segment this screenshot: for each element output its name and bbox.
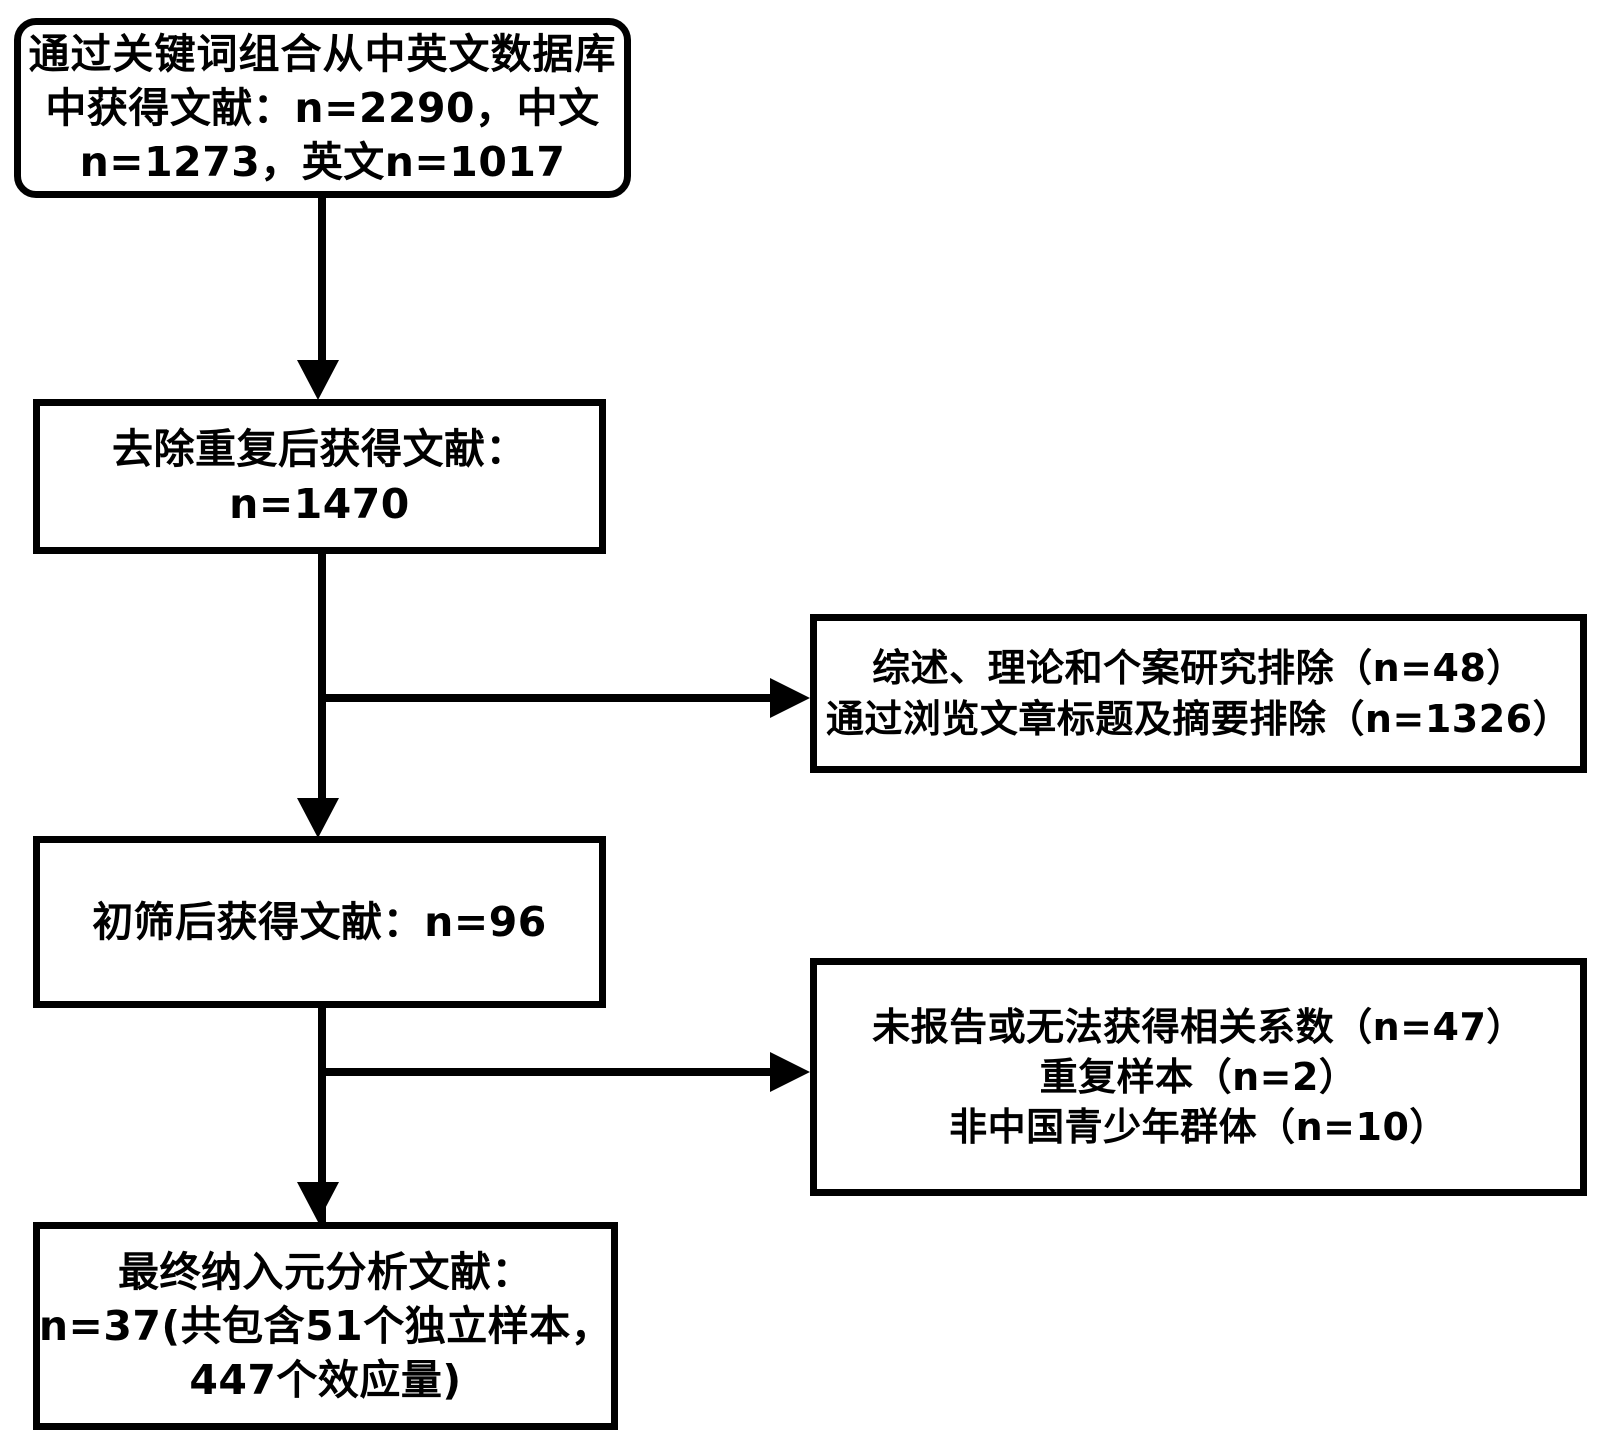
box-exclusion-2-line-2: 重复样本（n=2） [1039,1054,1358,1099]
box-included-line-3: 447个效应量) [189,1356,462,1405]
arrow-down-icon-screened-to-included [297,1182,339,1222]
box-exclusion-1-line-2: 通过浏览文章标题及摘要排除（n=1326） [825,696,1572,741]
box-records-identified-line-1: 通过关键词组合从中英文数据库 [28,29,617,78]
box-records-after-duplicates-removed: 去除重复后获得文献： n=1470 [33,399,606,554]
arrow-down-icon-source-to-dedup [297,360,339,400]
connector-dedup-to-exclusion-1-line [318,694,773,702]
arrow-down-icon-dedup-to-screened [297,798,339,838]
connector-screened-to-included-line [318,1004,326,1244]
box-studies-included-in-meta-analysis: 最终纳入元分析文献： n=37(共包含51个独立样本， 447个效应量) [33,1222,618,1430]
box-exclusion-2-line-3: 非中国青少年群体（n=10） [949,1105,1448,1150]
arrow-right-icon-exclusion-1 [770,678,810,718]
box-included-line-2: n=37(共包含51个独立样本， [38,1301,613,1350]
connector-source-to-dedup-line [318,194,326,369]
box-records-identified-line-3: n=1273，英文n=1017 [79,138,566,187]
box-exclusion-reasons-screening: 综述、理论和个案研究排除（n=48） 通过浏览文章标题及摘要排除（n=1326） [810,614,1587,773]
box-screened-line-1: 初筛后获得文献：n=96 [92,897,547,946]
box-records-after-initial-screening: 初筛后获得文献：n=96 [33,836,606,1008]
connector-screened-to-exclusion-2-line [318,1068,773,1076]
box-records-identified: 通过关键词组合从中英文数据库 中获得文献：n=2290，中文 n=1273，英文… [14,18,631,198]
box-records-identified-line-2: 中获得文献：n=2290，中文 [45,83,600,132]
box-dedup-line-2: n=1470 [229,479,410,528]
box-exclusion-1-line-1: 综述、理论和个案研究排除（n=48） [872,646,1525,691]
box-included-line-1: 最终纳入元分析文献： [118,1247,533,1296]
box-exclusion-2-line-1: 未报告或无法获得相关系数（n=47） [872,1004,1525,1049]
box-dedup-line-1: 去除重复后获得文献： [112,425,527,474]
arrow-right-icon-exclusion-2 [770,1052,810,1092]
connector-dedup-to-screened-line [318,550,326,812]
box-exclusion-reasons-eligibility: 未报告或无法获得相关系数（n=47） 重复样本（n=2） 非中国青少年群体（n=… [810,958,1587,1196]
